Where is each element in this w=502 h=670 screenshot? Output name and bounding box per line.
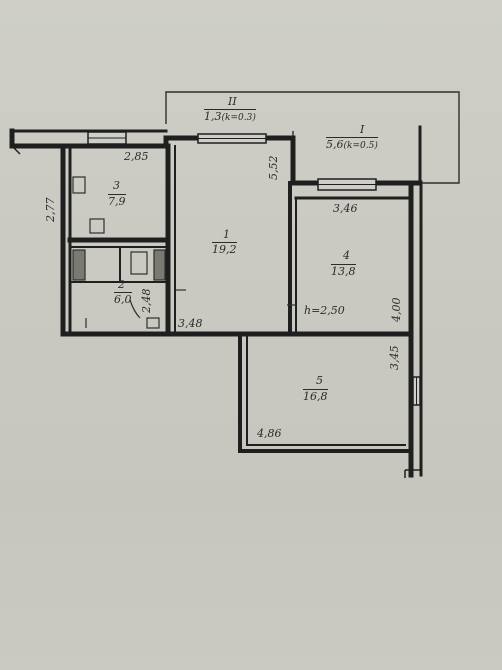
room-1-number: 1 [223,228,230,241]
sink [89,218,105,234]
room-3-area: 7,9 [108,194,126,208]
dim-3-46: 3,46 [333,202,358,215]
door-swing [129,299,141,319]
balcony-II-outline [165,91,460,184]
dim-5-52: 5,52 [267,155,280,181]
washbasin [153,249,166,281]
room-5-number: 5 [316,374,323,387]
balcony-I-area-block: 5,6(k=0.5) [326,137,378,151]
room-4-number: 4 [343,249,350,262]
room-2-area: 6,0 [114,292,132,306]
dim-2-48: 2,48 [140,288,153,314]
balcony-II-number: II [228,95,237,108]
room5-wall [238,334,413,453]
room-3-number: 3 [113,179,120,192]
balcony-II-area: 1,3 [204,110,222,123]
ceiling-height: h=2,50 [304,304,345,317]
balcony-I-coef: (k=0.5) [343,141,378,151]
room-4-area: 13,8 [331,264,356,278]
room-1-area: 19,2 [212,242,237,256]
toilet [130,251,148,275]
dim-3-48: 3,48 [178,317,203,330]
dim-2-85: 2,85 [124,150,149,163]
balcony-I-area: 5,6 [326,138,344,151]
balcony-II-area-block: 1,3(k=0.3) [204,109,256,123]
dim-4-00: 4,00 [390,297,403,323]
dim-4-86: 4,86 [257,427,282,440]
bathtub [72,249,86,281]
dim-3-45: 3,45 [388,345,401,371]
wc-pan [146,317,160,329]
balcony-II-coef: (k=0.3) [221,113,256,123]
stove [72,176,86,194]
room-3-label: 3 [113,180,120,191]
room-2-number: 2 [118,278,125,291]
balcony-I-number: I [360,123,365,136]
dim-2-77: 2,77 [44,197,57,223]
room-5-area: 16,8 [303,389,328,403]
